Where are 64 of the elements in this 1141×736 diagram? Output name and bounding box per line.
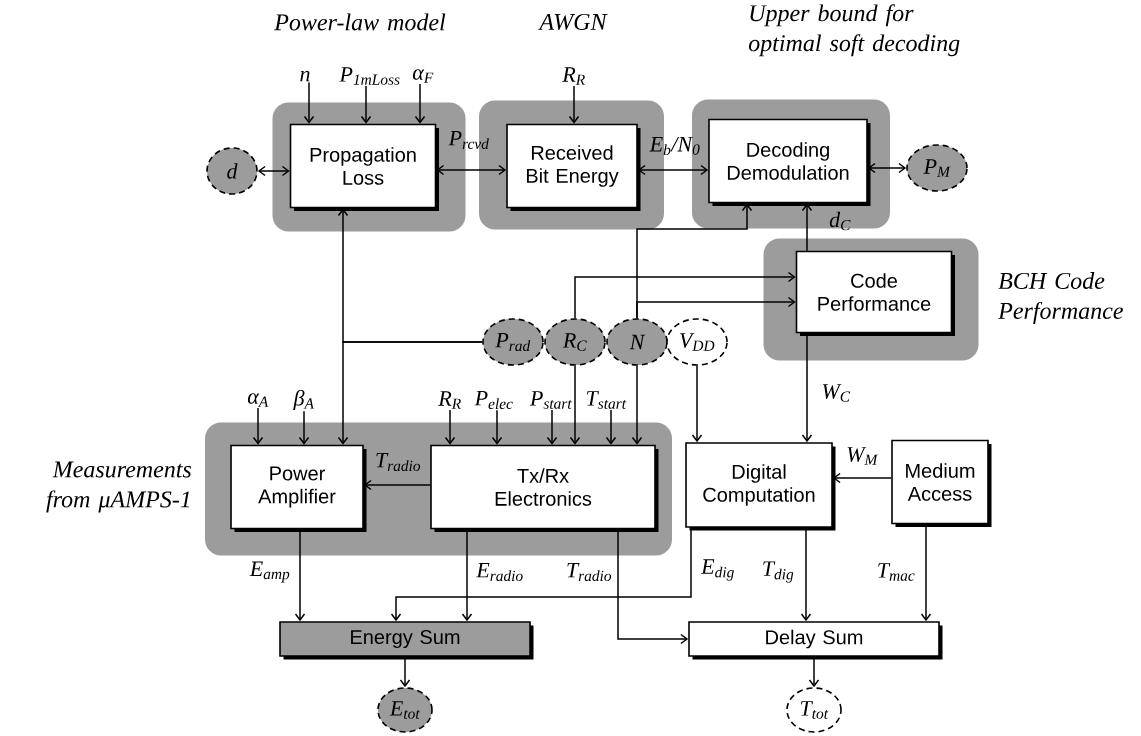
edge-label: W$_{M}$ — [847, 447, 879, 465]
arrow — [360, 85, 372, 124]
arrow — [363, 479, 431, 491]
variable-label: P$_{start}$ — [529, 391, 572, 409]
arrow — [252, 407, 264, 445]
arrow — [636, 296, 796, 319]
arrow — [414, 83, 426, 124]
variable-label: R$_{R}$ — [438, 391, 461, 409]
double-arrow — [436, 164, 507, 176]
double-arrow — [867, 162, 907, 174]
process-box: Tx/Rx Electronics — [430, 444, 659, 532]
arrow — [808, 656, 820, 688]
arrow — [800, 527, 812, 622]
variable-label: P$_{elec}$ — [474, 390, 513, 410]
arrow — [444, 409, 456, 445]
arrow — [569, 365, 581, 445]
sum-box: Delay Sum — [688, 621, 943, 660]
arrow — [568, 85, 580, 124]
process-box: Decoding Demodulation — [708, 118, 871, 206]
arrow — [491, 409, 503, 445]
sum-box: Energy Sum — [279, 621, 534, 660]
process-box: Power Amplifier — [230, 444, 367, 532]
arrow — [303, 81, 315, 124]
process-box: Code Performance — [795, 250, 955, 336]
arrow — [605, 409, 617, 445]
edge-label: E$_{amp}$ — [249, 561, 290, 583]
process-box: Received Bit Energy — [506, 123, 641, 211]
edge-label: W$_{C}$ — [822, 384, 851, 402]
variable-label: T$_{start}$ — [586, 391, 627, 409]
edge-label: T$_{mac}$ — [878, 563, 915, 581]
variable-label: R$_{R}$ — [562, 67, 585, 85]
arrow — [390, 527, 692, 622]
panel-label: Measurements from μAMPS-1 — [46, 461, 192, 513]
edge-label: E$_{radio}$ — [476, 562, 523, 582]
variable-label: α$_{A}$ — [247, 393, 269, 407]
double-arrow — [637, 164, 709, 176]
variable-label: α$_{F}$ — [412, 69, 434, 83]
panel-label: Power-law model — [274, 13, 446, 31]
arrow — [546, 409, 558, 445]
double-arrow — [257, 165, 290, 177]
edge-label: P$_{rcvd}$ — [448, 130, 489, 150]
arrow — [337, 341, 483, 445]
variable-label: P$_{1mLoss}$ — [339, 67, 400, 85]
panel-label: AWGN — [538, 13, 608, 31]
panel-label: Upper bound for optimal soft decoding — [748, 4, 960, 57]
arrow — [399, 656, 411, 688]
arrow — [801, 203, 813, 252]
edge-label: E$_{dig}$ — [700, 559, 734, 581]
arrow — [832, 472, 892, 484]
edge-label: d$_{C}$ — [829, 211, 851, 231]
process-box: Digital Computation — [685, 442, 836, 531]
arrow — [574, 271, 796, 319]
arrow — [691, 365, 703, 443]
edge-label: T$_{radio}$ — [376, 452, 421, 472]
arrow — [298, 410, 310, 445]
variable-label: β$_{A}$ — [293, 389, 314, 411]
edge-label: T$_{radio}$ — [567, 562, 612, 582]
process-box: Propagation Loss — [289, 123, 439, 211]
arrow — [631, 365, 643, 445]
panel-label: BCH Code Performance — [998, 272, 1123, 324]
edge-label: T$_{dig}$ — [763, 561, 794, 583]
edge-label: E$_{b}$/N$_{0}$ — [649, 136, 700, 156]
variable-label: n — [300, 70, 310, 82]
process-box: Medium Access — [891, 439, 992, 527]
